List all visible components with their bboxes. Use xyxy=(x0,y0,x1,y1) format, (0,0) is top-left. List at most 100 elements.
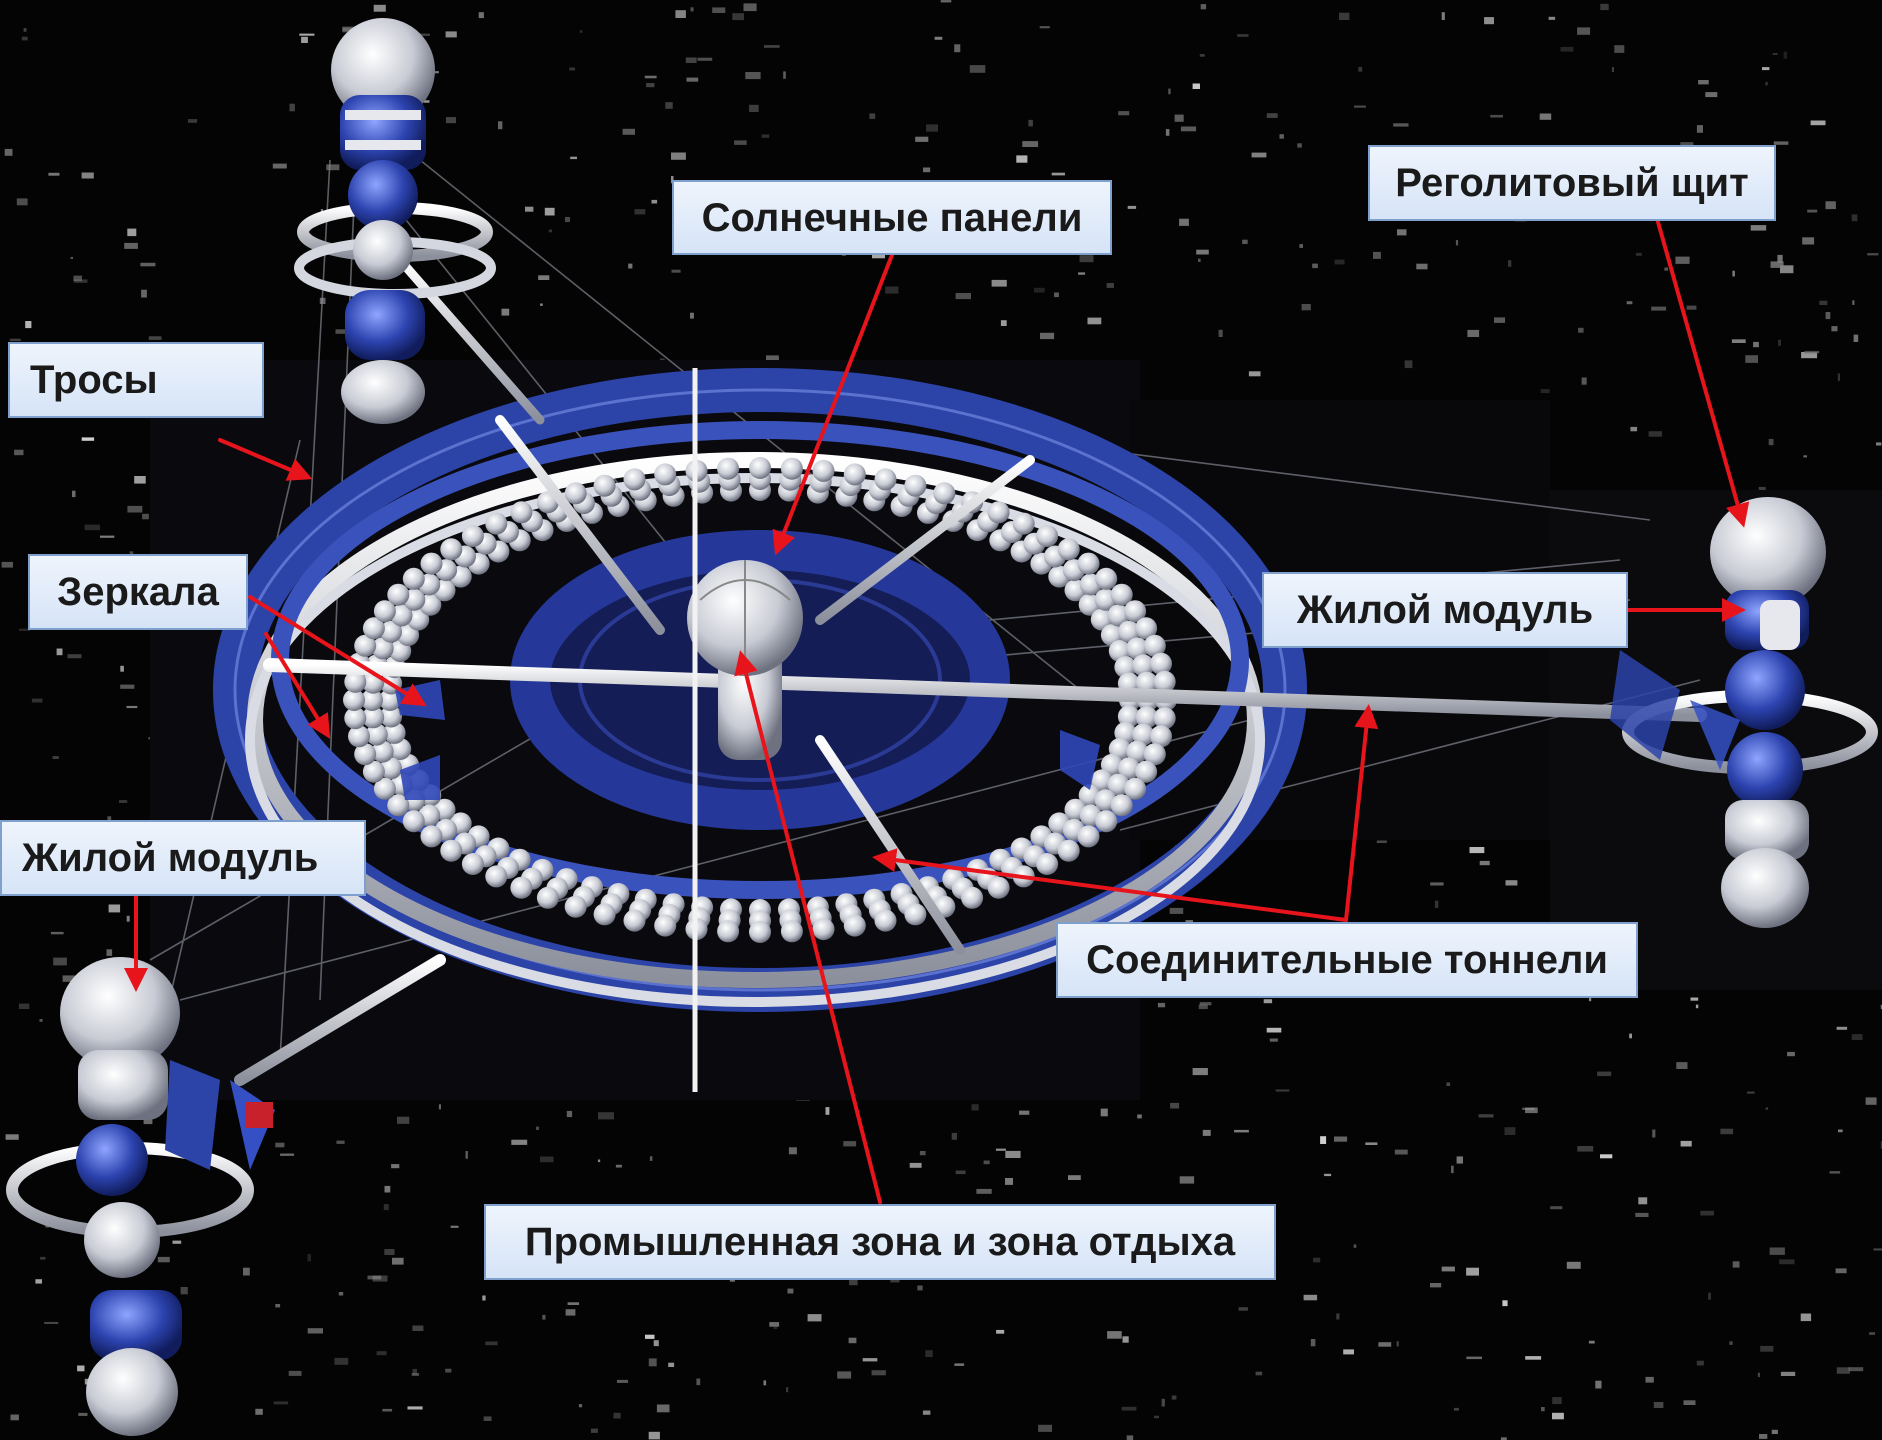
star xyxy=(1732,270,1735,277)
mirror-sphere xyxy=(362,706,385,729)
star xyxy=(1626,301,1633,305)
star xyxy=(275,1304,281,1308)
star xyxy=(991,279,1007,287)
star xyxy=(1696,125,1703,133)
star xyxy=(1198,1004,1208,1010)
star xyxy=(1825,312,1831,320)
star xyxy=(590,1428,598,1433)
star xyxy=(1494,317,1506,323)
star xyxy=(1453,1407,1459,1411)
star xyxy=(1469,847,1485,854)
star xyxy=(579,30,583,33)
star xyxy=(1801,352,1818,359)
star xyxy=(445,1368,452,1373)
mirror-sphere xyxy=(387,583,410,606)
arrow-tunnel-1 xyxy=(872,848,1348,922)
star xyxy=(1803,455,1807,458)
star xyxy=(1869,1332,1875,1335)
mirror-sphere xyxy=(344,707,367,730)
star xyxy=(1137,1114,1142,1119)
mirror-sphere xyxy=(1153,707,1176,730)
mirror-sphere xyxy=(1090,608,1113,631)
star xyxy=(1336,1313,1340,1320)
mirror-sphere xyxy=(1118,620,1140,643)
star xyxy=(5,1134,19,1140)
star xyxy=(478,12,484,19)
label-habitat-module-right: Жилой модуль xyxy=(1262,572,1628,648)
star xyxy=(1199,54,1205,57)
habitat-module-top xyxy=(294,18,496,424)
star xyxy=(951,1132,957,1140)
arrow-regolith-shield xyxy=(1656,220,1750,528)
mirror-sphere xyxy=(354,743,377,766)
star xyxy=(1484,17,1494,25)
mirror-sphere xyxy=(343,689,365,711)
star xyxy=(675,10,686,18)
arrow-tunnel-2 xyxy=(1344,704,1379,922)
star xyxy=(1106,283,1114,288)
mirror-sphere xyxy=(440,839,463,862)
star xyxy=(423,100,430,103)
star xyxy=(1753,341,1759,348)
star xyxy=(1455,240,1459,246)
star xyxy=(1853,334,1859,342)
star xyxy=(1358,67,1363,72)
star xyxy=(764,45,780,48)
mirror-sphere xyxy=(1132,654,1155,677)
star xyxy=(1731,339,1746,343)
star xyxy=(1577,1146,1594,1152)
star xyxy=(525,206,534,212)
star xyxy=(1597,1071,1612,1077)
mirror-sphere xyxy=(593,474,616,497)
star xyxy=(1192,83,1200,89)
star xyxy=(766,355,779,361)
star xyxy=(787,1288,794,1294)
mirror-sphere xyxy=(780,920,803,943)
star xyxy=(1729,1341,1733,1345)
arrow-mirrors-2 xyxy=(264,632,331,739)
star xyxy=(450,1225,459,1228)
star xyxy=(1153,1415,1159,1419)
mirror-sphere xyxy=(1150,725,1172,748)
mirror-sphere xyxy=(1012,512,1035,535)
star xyxy=(39,1019,43,1022)
arrow-solar-panels xyxy=(772,253,894,556)
star xyxy=(289,103,295,112)
star xyxy=(1022,141,1039,147)
star xyxy=(1174,114,1184,122)
star xyxy=(1695,1004,1699,1009)
mirror-sphere xyxy=(380,705,403,728)
mirror-sphere xyxy=(717,920,740,943)
star xyxy=(78,1412,88,1416)
star xyxy=(536,1126,539,1130)
star xyxy=(1540,389,1550,394)
star xyxy=(665,102,673,109)
star xyxy=(1525,1356,1542,1360)
star xyxy=(1168,88,1171,95)
star xyxy=(773,1323,778,1329)
star xyxy=(18,628,31,631)
star xyxy=(697,57,713,61)
star xyxy=(1548,16,1556,20)
star xyxy=(848,1337,857,1344)
star xyxy=(1652,1129,1656,1138)
star xyxy=(671,176,674,184)
star xyxy=(1339,12,1350,20)
star xyxy=(70,256,73,259)
star xyxy=(597,1159,601,1163)
star xyxy=(732,13,744,21)
star xyxy=(18,1003,30,1009)
star xyxy=(540,1156,554,1163)
star xyxy=(107,816,112,822)
star xyxy=(1876,442,1882,446)
star xyxy=(668,1362,675,1367)
star xyxy=(1560,46,1574,52)
star xyxy=(384,1249,395,1255)
star xyxy=(1320,1136,1327,1144)
star xyxy=(1234,1129,1249,1133)
central-hub xyxy=(687,560,803,760)
star xyxy=(1614,45,1625,53)
star xyxy=(1648,431,1663,437)
star xyxy=(483,1416,492,1421)
